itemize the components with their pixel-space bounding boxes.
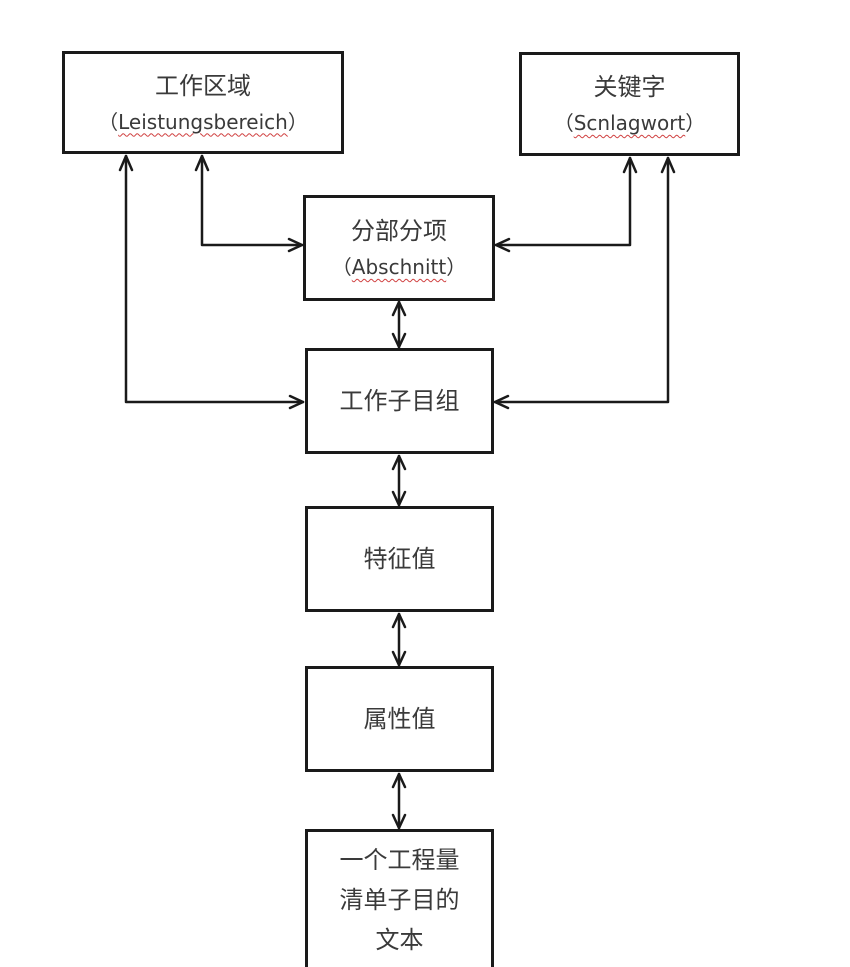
edge-area-section — [194, 154, 304, 253]
edge-feature-attribute — [391, 612, 407, 667]
node-keyword-de-word: Scnlagwort — [573, 111, 686, 135]
edge-attribute-text — [391, 772, 407, 830]
node-section-de: （Abschnitt） — [331, 255, 467, 279]
node-attribute-value: 属性值 — [305, 666, 494, 772]
node-keyword-zh: 关键字 — [593, 73, 666, 101]
node-keyword: 关键字 （Scnlagwort） — [519, 52, 740, 156]
node-work-subgroup-zh: 工作子目组 — [339, 387, 460, 415]
node-work-area-de: （Leistungsbereich） — [98, 109, 308, 134]
node-work-area: 工作区域 （Leistungsbereich） — [62, 51, 344, 154]
node-feature-value: 特征值 — [305, 506, 494, 612]
edge-keyword-section — [494, 156, 638, 253]
node-section: 分部分项 （Abschnitt） — [303, 195, 495, 301]
node-section-zh: 分部分项 — [351, 217, 447, 245]
node-work-subgroup: 工作子目组 — [305, 348, 494, 454]
node-keyword-de: （Scnlagwort） — [553, 111, 706, 135]
node-feature-value-zh: 特征值 — [363, 545, 436, 573]
edge-keyword-subgroup — [493, 156, 676, 410]
node-work-area-de-word: Leistungsbereich — [118, 109, 288, 134]
edge-subgroup-feature — [391, 454, 407, 507]
node-item-text-zh: 一个工程量 清单子目的 文本 — [339, 845, 460, 954]
node-attribute-value-zh: 属性值 — [363, 705, 436, 733]
edge-area-subgroup — [118, 154, 305, 410]
node-work-area-zh: 工作区域 — [155, 71, 251, 100]
node-item-text: 一个工程量 清单子目的 文本 — [305, 829, 494, 967]
edge-section-subgroup — [391, 300, 407, 349]
node-section-de-word: Abschnitt — [351, 255, 447, 279]
